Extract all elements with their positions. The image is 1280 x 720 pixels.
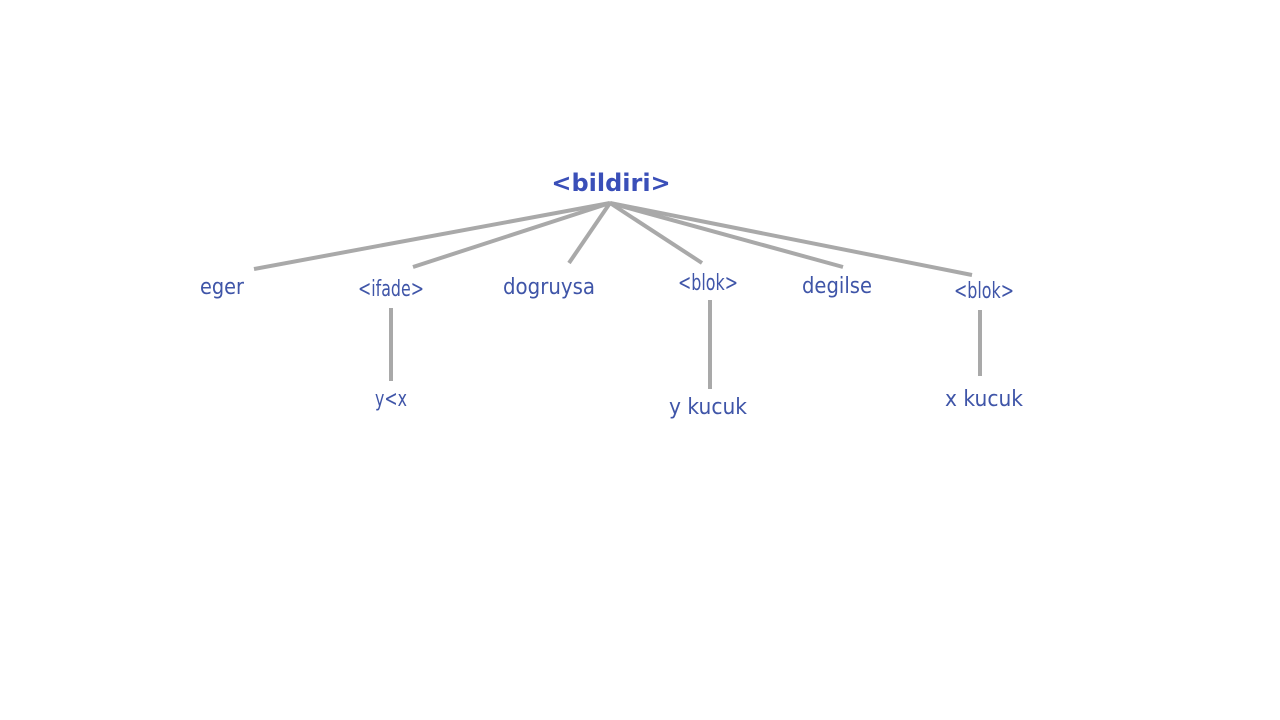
- leaf-node-blok-2: x kucuk: [945, 387, 1023, 412]
- edge-root-degilse: [609, 201, 844, 269]
- edge-root-blok-2: [609, 201, 973, 277]
- child-node-ifade: <ifade>: [358, 277, 424, 302]
- edge-root-blok-1: [608, 201, 704, 265]
- child-node-blok-2: <blok>: [954, 279, 1014, 304]
- edge-root-dogruysa: [567, 201, 612, 265]
- leaf-node-ifade: y<x: [375, 387, 407, 412]
- edge-root-ifade: [412, 201, 611, 269]
- root-edges: [253, 201, 973, 277]
- child-node-degilse: degilse: [802, 274, 872, 299]
- child-node-eger: eger: [200, 275, 245, 300]
- child-node-blok-1: <blok>: [678, 271, 738, 296]
- leaf-node-blok-1: y kucuk: [669, 395, 747, 420]
- leaf-edges: [389, 300, 982, 389]
- edge-root-eger: [253, 201, 611, 271]
- root-node-label: <bildiri>: [551, 169, 670, 197]
- child-node-dogruysa: dogruysa: [503, 275, 595, 300]
